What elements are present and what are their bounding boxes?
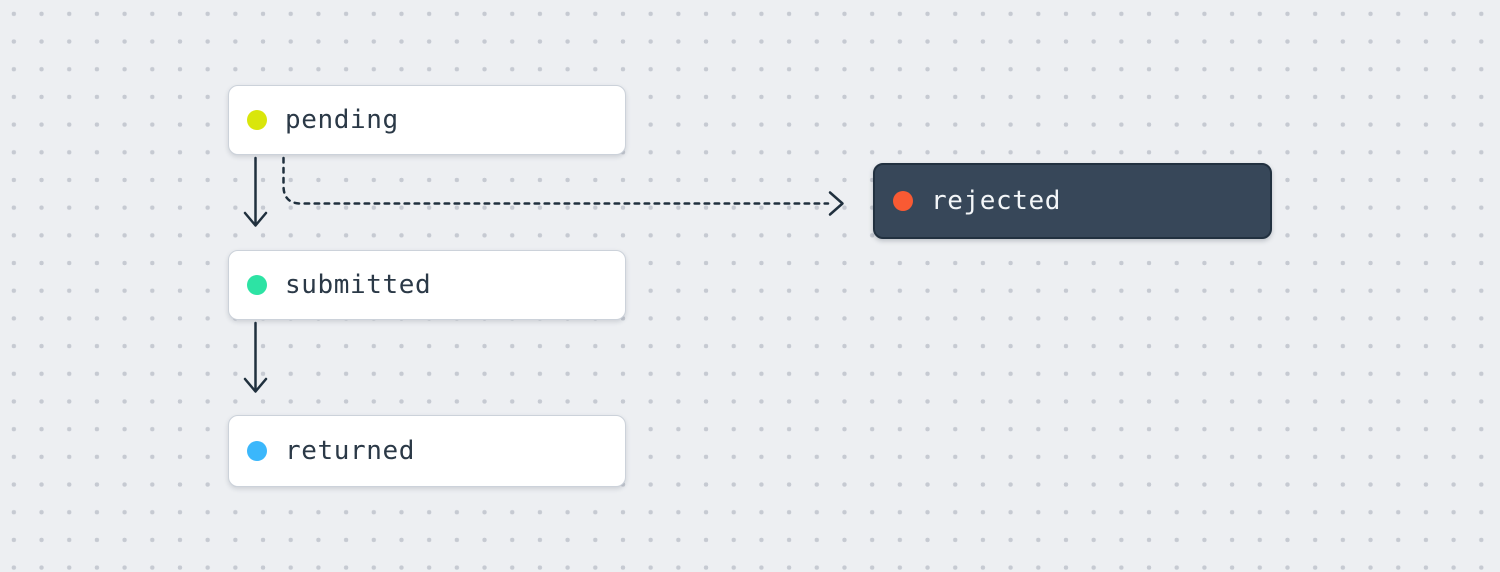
status-dot-returned: [247, 441, 267, 461]
edge-pending-rejected[interactable]: [282, 156, 844, 216]
node-rejected[interactable]: rejected: [873, 163, 1272, 239]
node-label: returned: [285, 436, 416, 466]
node-label: pending: [285, 105, 399, 135]
node-returned[interactable]: returned: [228, 415, 626, 487]
edge-pending-submitted[interactable]: [243, 156, 268, 227]
status-dot-pending: [247, 110, 267, 130]
edge-submitted-returned[interactable]: [243, 321, 268, 393]
node-label: submitted: [285, 270, 432, 300]
node-pending[interactable]: pending: [228, 85, 626, 155]
node-submitted[interactable]: submitted: [228, 250, 626, 320]
status-dot-rejected: [893, 191, 913, 211]
status-dot-submitted: [247, 275, 267, 295]
node-label: rejected: [931, 186, 1062, 216]
